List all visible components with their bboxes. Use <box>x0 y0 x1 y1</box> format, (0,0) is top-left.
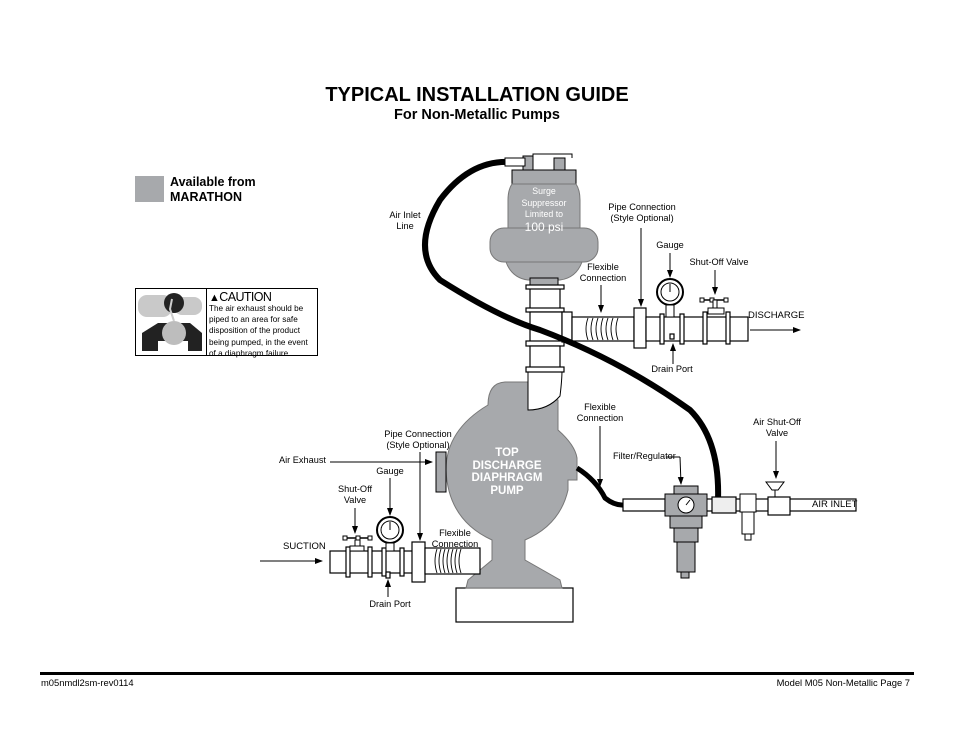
label-line: Connection <box>579 273 627 283</box>
caution-heading: ▲CAUTION <box>209 290 272 304</box>
pump-label-line: DIAPHRAGM <box>471 472 543 484</box>
label-line: Pipe Connection <box>384 429 452 439</box>
filter-regulator <box>664 485 708 579</box>
label-air-exhaust: Air Exhaust <box>279 455 326 465</box>
leader-arrows <box>330 228 779 597</box>
label-suction: SUCTION <box>283 541 326 552</box>
label-line: Pipe Connection <box>608 202 676 212</box>
label-discharge-shutoff: Shut-Off Valve <box>689 257 749 267</box>
pump-label-line: DISCHARGE <box>472 459 542 472</box>
discharge-gauge-icon <box>656 278 684 318</box>
discharge-flexible-bellows <box>585 317 619 341</box>
label-line: Valve <box>765 428 789 438</box>
label-air-inlet-line: Air Inlet Line <box>383 210 427 232</box>
surge-psi: 100 psi <box>524 219 564 234</box>
caution-line: The air exhaust should be <box>209 304 304 313</box>
warning-triangle-icon: ▲ <box>209 292 220 304</box>
discharge-elbow <box>527 369 563 411</box>
air-lubricator <box>739 493 757 541</box>
caution-divider <box>206 288 207 356</box>
legend-label: Available from MARATHON <box>170 175 256 205</box>
label-air-flexible: Flexible Connection <box>572 402 628 424</box>
label-line: Flexible <box>584 402 616 412</box>
page-subtitle: For Non-Metallic Pumps <box>394 107 560 123</box>
pump-label-line: PUMP <box>490 484 524 497</box>
label-line: Shut-Off <box>337 484 373 494</box>
discharge-tee <box>525 284 565 373</box>
suction-flexible-bellows <box>434 548 462 574</box>
label-line: (Style Optional) <box>386 440 450 450</box>
pump-base <box>455 587 574 623</box>
hose-fitting <box>504 157 526 167</box>
label-line: Connection <box>431 539 479 549</box>
label-suction-gauge: Gauge <box>376 466 404 476</box>
legend-swatch <box>135 176 164 202</box>
label-discharge-pipe-connection: Pipe Connection (Style Optional) <box>600 202 684 224</box>
surge-line: Surge <box>532 186 556 196</box>
label-line: Flexible <box>439 528 471 538</box>
label-air-inlet: AIR INLET <box>812 499 858 510</box>
label-line: Connection <box>576 413 624 423</box>
label-suction-flexible: Flexible Connection <box>427 528 483 550</box>
suction-gauge-icon <box>376 516 404 552</box>
air-inlet-hose <box>422 158 722 501</box>
legend-line-2: MARATHON <box>170 190 242 204</box>
footer-page-info: Model M05 Non-Metallic Page 7 <box>776 677 910 688</box>
air-flexible-connection <box>575 465 626 508</box>
label-line: Line <box>396 221 414 231</box>
caution-line: piped to an area for safe <box>209 315 298 325</box>
pump-label: TOP DISCHARGE DIAPHRAGM PUMP <box>462 447 552 497</box>
label-line: (Style Optional) <box>610 213 674 223</box>
caution-body: The air exhaust should be piped to an ar… <box>209 303 317 359</box>
caution-box <box>135 288 318 356</box>
discharge-pipe <box>561 307 749 349</box>
label-filter-regulator: Filter/Regulator <box>613 451 676 461</box>
label-line: Air Shut-Off <box>753 417 801 427</box>
label-line: Air Inlet <box>389 210 421 220</box>
caution-heading-text: CAUTION <box>219 290 272 304</box>
label-air-shutoff-valve: Air Shut-Off Valve <box>745 417 809 439</box>
caution-line: being pumped, in the event <box>209 337 308 347</box>
discharge-shutoff-valve-icon <box>699 297 729 315</box>
legend-line-1: Available from <box>170 175 256 189</box>
label-discharge-gauge: Gauge <box>656 240 684 250</box>
pump-label-line: TOP <box>495 447 519 459</box>
suction-pipe <box>329 541 481 583</box>
label-suction-pipe-connection: Pipe Connection (Style Optional) <box>376 429 460 451</box>
page-title: TYPICAL INSTALLATION GUIDE <box>325 84 629 106</box>
label-line: Valve <box>343 495 367 505</box>
label-discharge-flexible: Flexible Connection <box>575 262 631 284</box>
surge-line: Limited to <box>524 209 564 219</box>
label-discharge: DISCHARGE <box>748 310 805 321</box>
air-line <box>622 496 857 516</box>
air-shutoff-valve-icon <box>765 481 785 497</box>
breathing-hazard-icon <box>138 293 202 351</box>
label-line: Flexible <box>587 262 619 272</box>
label-discharge-drain-port: Drain Port <box>651 364 693 374</box>
surge-suppressor-label: Surge Suppressor Limited to 100 psi <box>510 186 578 234</box>
label-suction-shutoff: Shut-Off Valve <box>334 484 376 506</box>
footer-document-code: m05nmdl2sm-rev0114 <box>41 677 134 688</box>
caution-line: disposition of the product <box>209 326 301 336</box>
label-suction-drain-port: Drain Port <box>369 599 411 609</box>
surge-line: Suppressor <box>521 197 567 208</box>
surge-suppressor <box>489 155 599 289</box>
air-exhaust-port <box>435 451 447 493</box>
footer-rule <box>40 672 914 675</box>
caution-line: of a diaphragm failure. <box>209 348 291 358</box>
suction-shutoff-valve-icon <box>342 535 373 552</box>
